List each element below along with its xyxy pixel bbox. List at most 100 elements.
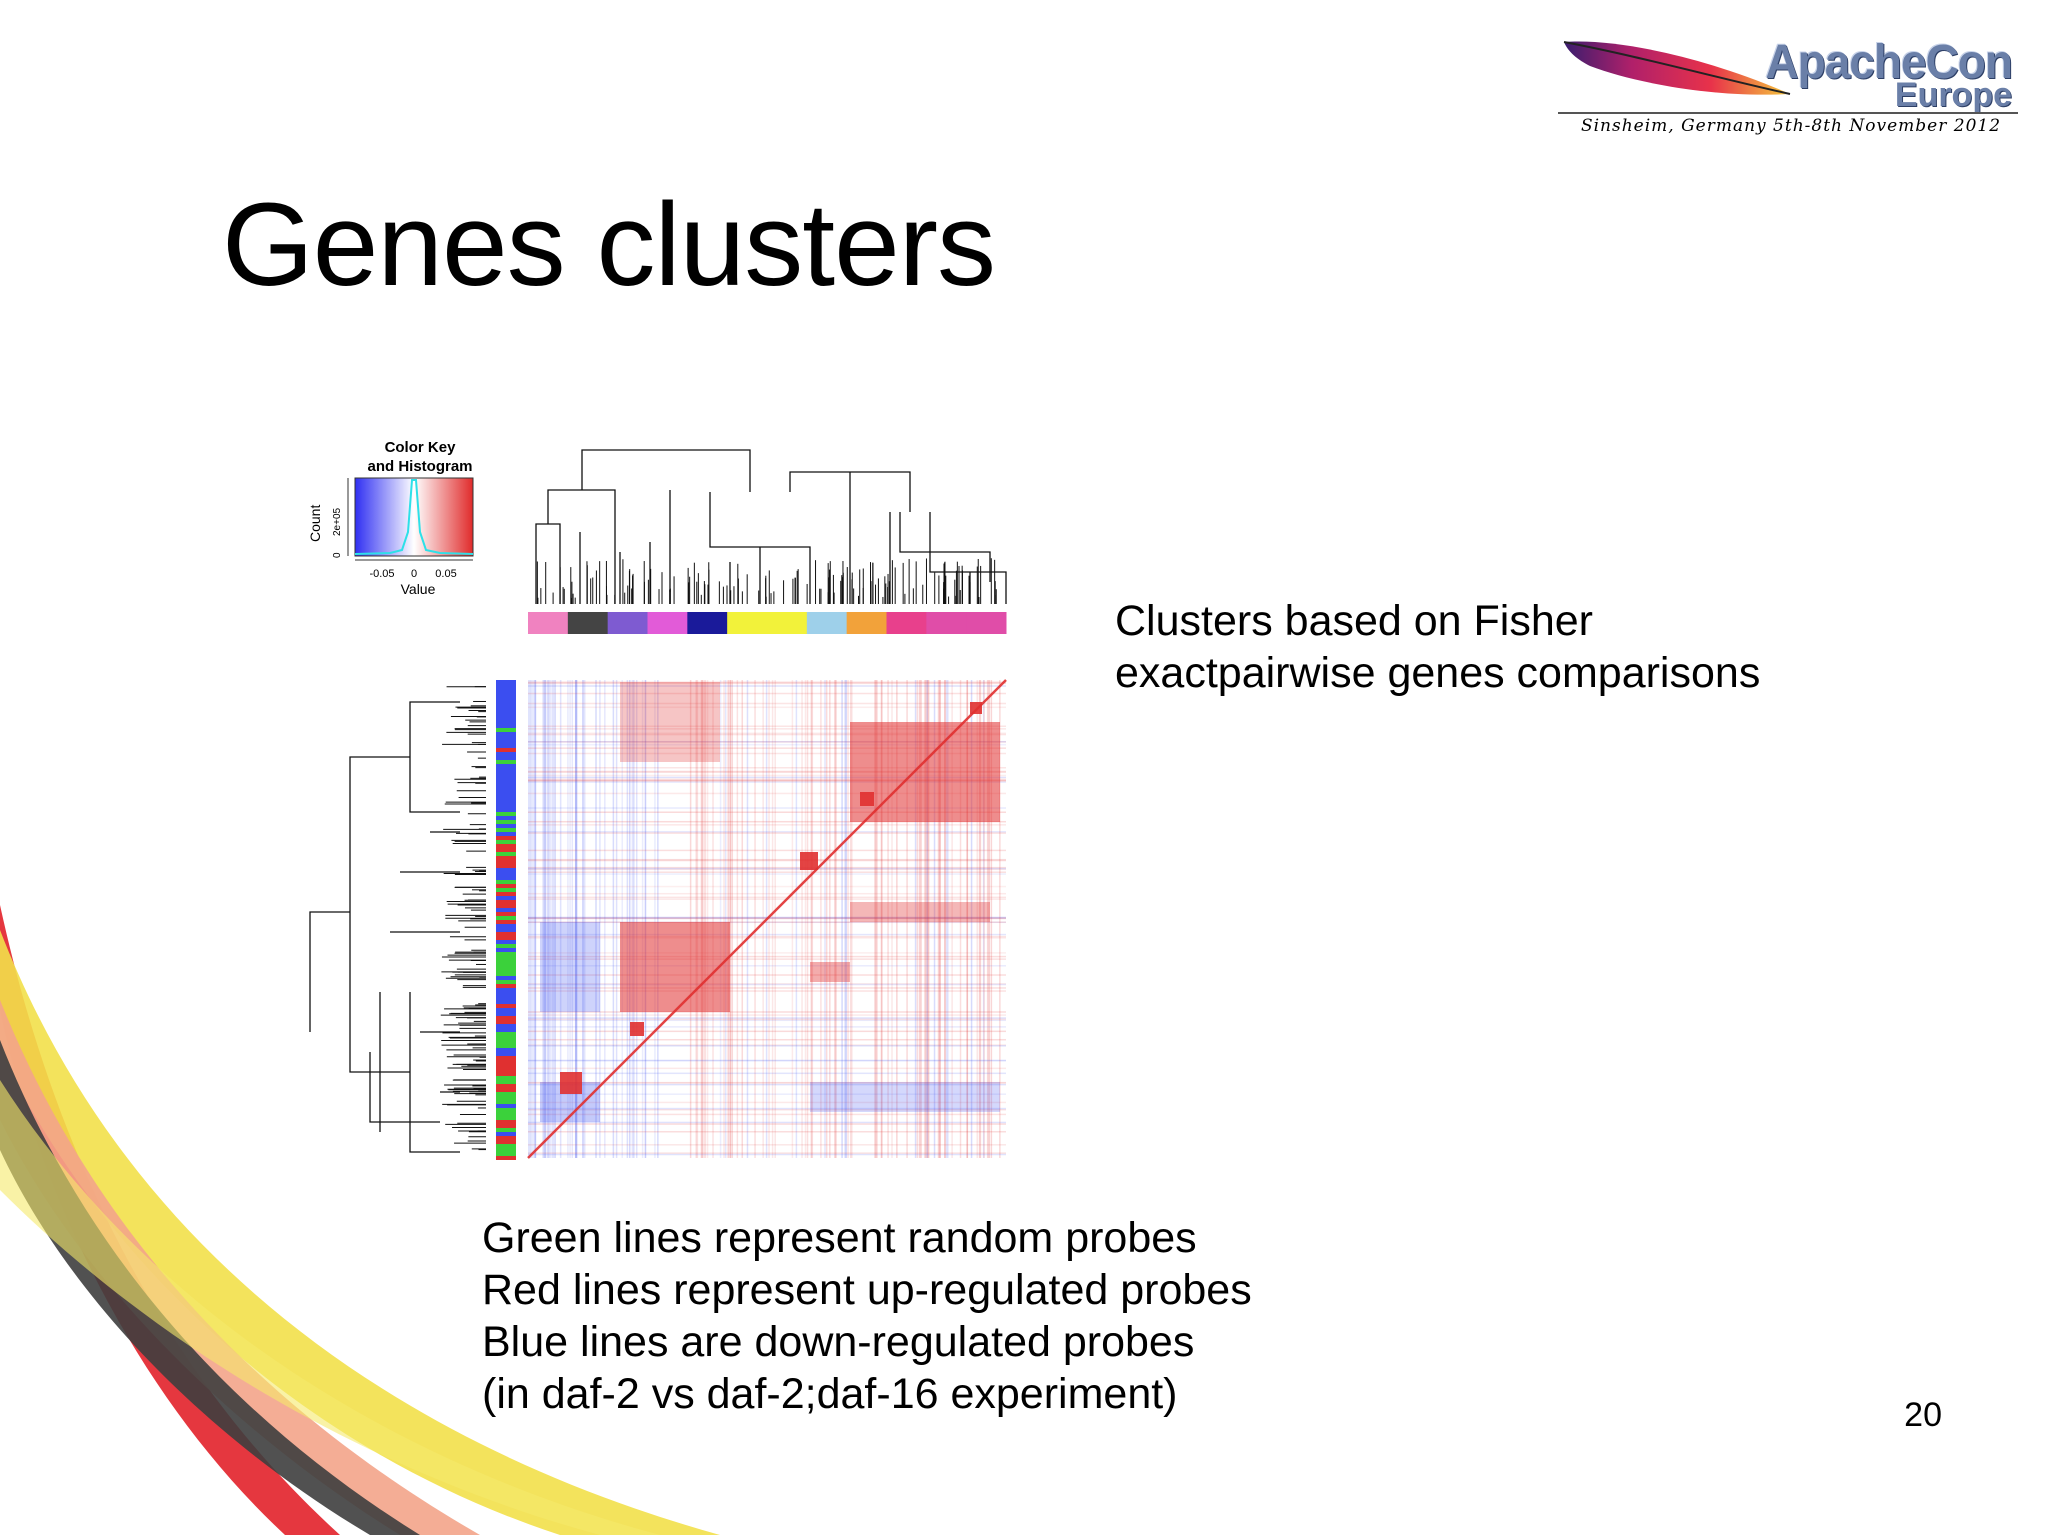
- color-bar-segment: [496, 884, 516, 888]
- heatmap-column: [530, 680, 533, 1158]
- heatmap-column: [920, 680, 922, 1158]
- color-bar-segment: [496, 1156, 516, 1160]
- heatmap-row: [528, 898, 1006, 900]
- heatmap-column: [547, 680, 550, 1158]
- heatmap-column: [583, 680, 586, 1158]
- heatmap-row: [528, 1019, 1006, 1022]
- logo-subtitle: Europe: [1894, 76, 2012, 114]
- heatmap-row: [528, 921, 1006, 924]
- color-bar-segment: [496, 1012, 516, 1016]
- color-bar-segment: [727, 612, 768, 634]
- color-bar-segment: [496, 772, 516, 776]
- color-bar-segment: [496, 1008, 516, 1012]
- color-bar-segment: [496, 1064, 516, 1068]
- heatmap-column: [703, 680, 705, 1158]
- heatmap-column: [626, 680, 629, 1158]
- color-bar-segment: [496, 828, 516, 832]
- page-number: 20: [1904, 1396, 1942, 1434]
- heatmap-diagonal-block: [560, 1072, 582, 1094]
- heatmap-column: [887, 680, 889, 1158]
- clusters-note-line-2: exactpairwise genes comparisons: [1115, 649, 1761, 697]
- heatmap-column: [945, 680, 948, 1158]
- heatmap-row: [528, 1107, 1006, 1110]
- color-bar-segment: [496, 980, 516, 984]
- left-dendrogram: [309, 686, 486, 1153]
- color-key-ytick-1: 2e+05: [332, 507, 343, 536]
- heatmap-column: [595, 680, 597, 1158]
- color-bar-segment: [496, 724, 516, 728]
- heatmap-column: [947, 680, 949, 1158]
- heatmap-column: [976, 680, 978, 1158]
- heatmap-column: [582, 680, 584, 1158]
- heatmap-column: [939, 680, 941, 1158]
- heatmap-diagonal-block: [800, 852, 818, 870]
- color-bar-segment: [496, 1128, 516, 1132]
- heatmap-row: [528, 1152, 1006, 1154]
- color-bar-segment: [496, 936, 516, 940]
- heatmap-row: [528, 781, 1006, 783]
- dendrogram-branch: [581, 449, 751, 492]
- color-bar-segment: [496, 812, 516, 816]
- color-bar-segment: [496, 856, 516, 860]
- color-bar-segment: [496, 832, 516, 836]
- heatmap-row: [528, 1108, 1006, 1111]
- heatmap-column: [615, 680, 618, 1158]
- heatmap-column: [641, 680, 644, 1158]
- heatmap-column: [933, 680, 936, 1158]
- heatmap-column: [841, 680, 843, 1158]
- heatmap-diagonal-block: [860, 792, 874, 806]
- color-bar-segment: [496, 1124, 516, 1128]
- heatmap-column: [801, 680, 803, 1158]
- heatmap-column: [644, 680, 647, 1158]
- heatmap-row: [528, 1130, 1006, 1133]
- heatmap-column: [896, 680, 898, 1158]
- color-bar-segment: [496, 904, 516, 908]
- heatmap-column: [834, 680, 836, 1158]
- heatmap-diagonal-block: [630, 1022, 644, 1036]
- color-bar-segment: [496, 796, 516, 800]
- color-bar-segment: [496, 744, 516, 748]
- color-bar-segment: [496, 1076, 516, 1080]
- heatmap-row: [528, 983, 1006, 986]
- heatmap-row: [528, 1017, 1006, 1019]
- heatmap-column: [795, 680, 798, 1158]
- heatmap-column: [546, 680, 549, 1158]
- color-key-histogram: [354, 479, 474, 555]
- heatmap-column: [916, 680, 919, 1158]
- heatmap-column: [938, 680, 941, 1158]
- color-bar-segment: [496, 800, 516, 804]
- dendrogram-branch: [899, 512, 991, 582]
- heatmap-column: [543, 680, 546, 1158]
- color-bar-segment: [496, 952, 516, 956]
- heatmap-row: [528, 1044, 1006, 1046]
- heatmap-column: [762, 680, 764, 1158]
- heatmap-column: [631, 680, 634, 1158]
- heatmap-column: [844, 680, 846, 1158]
- color-bar-segment: [496, 732, 516, 736]
- heatmap-row: [528, 792, 1006, 795]
- heatmap-row: [528, 1072, 1006, 1075]
- heatmap-row: [528, 849, 1006, 852]
- heatmap-row: [528, 1038, 1006, 1041]
- heatmap-row: [528, 1014, 1006, 1016]
- heatmap-column: [874, 680, 876, 1158]
- color-bar-segment: [496, 932, 516, 936]
- color-bar-segment: [496, 876, 516, 880]
- heatmap-column: [635, 680, 638, 1158]
- color-bar-segment: [496, 860, 516, 864]
- heatmap-column: [937, 680, 940, 1158]
- color-key-ylabel: Count: [307, 505, 323, 542]
- color-bar-segment: [496, 728, 516, 732]
- color-bar-segment: [528, 612, 569, 634]
- dendrogram-branch: [409, 701, 460, 813]
- color-bar-segment: [496, 1056, 516, 1060]
- heatmap-column: [966, 680, 969, 1158]
- heatmap-row: [528, 740, 1006, 743]
- heatmap-column: [532, 680, 534, 1158]
- heatmap-row: [528, 820, 1006, 823]
- heatmap-row: [528, 958, 1006, 960]
- heatmap-row: [528, 859, 1006, 862]
- heatmap-row: [528, 1101, 1006, 1104]
- color-bar-segment: [496, 836, 516, 840]
- color-bar-segment: [496, 768, 516, 772]
